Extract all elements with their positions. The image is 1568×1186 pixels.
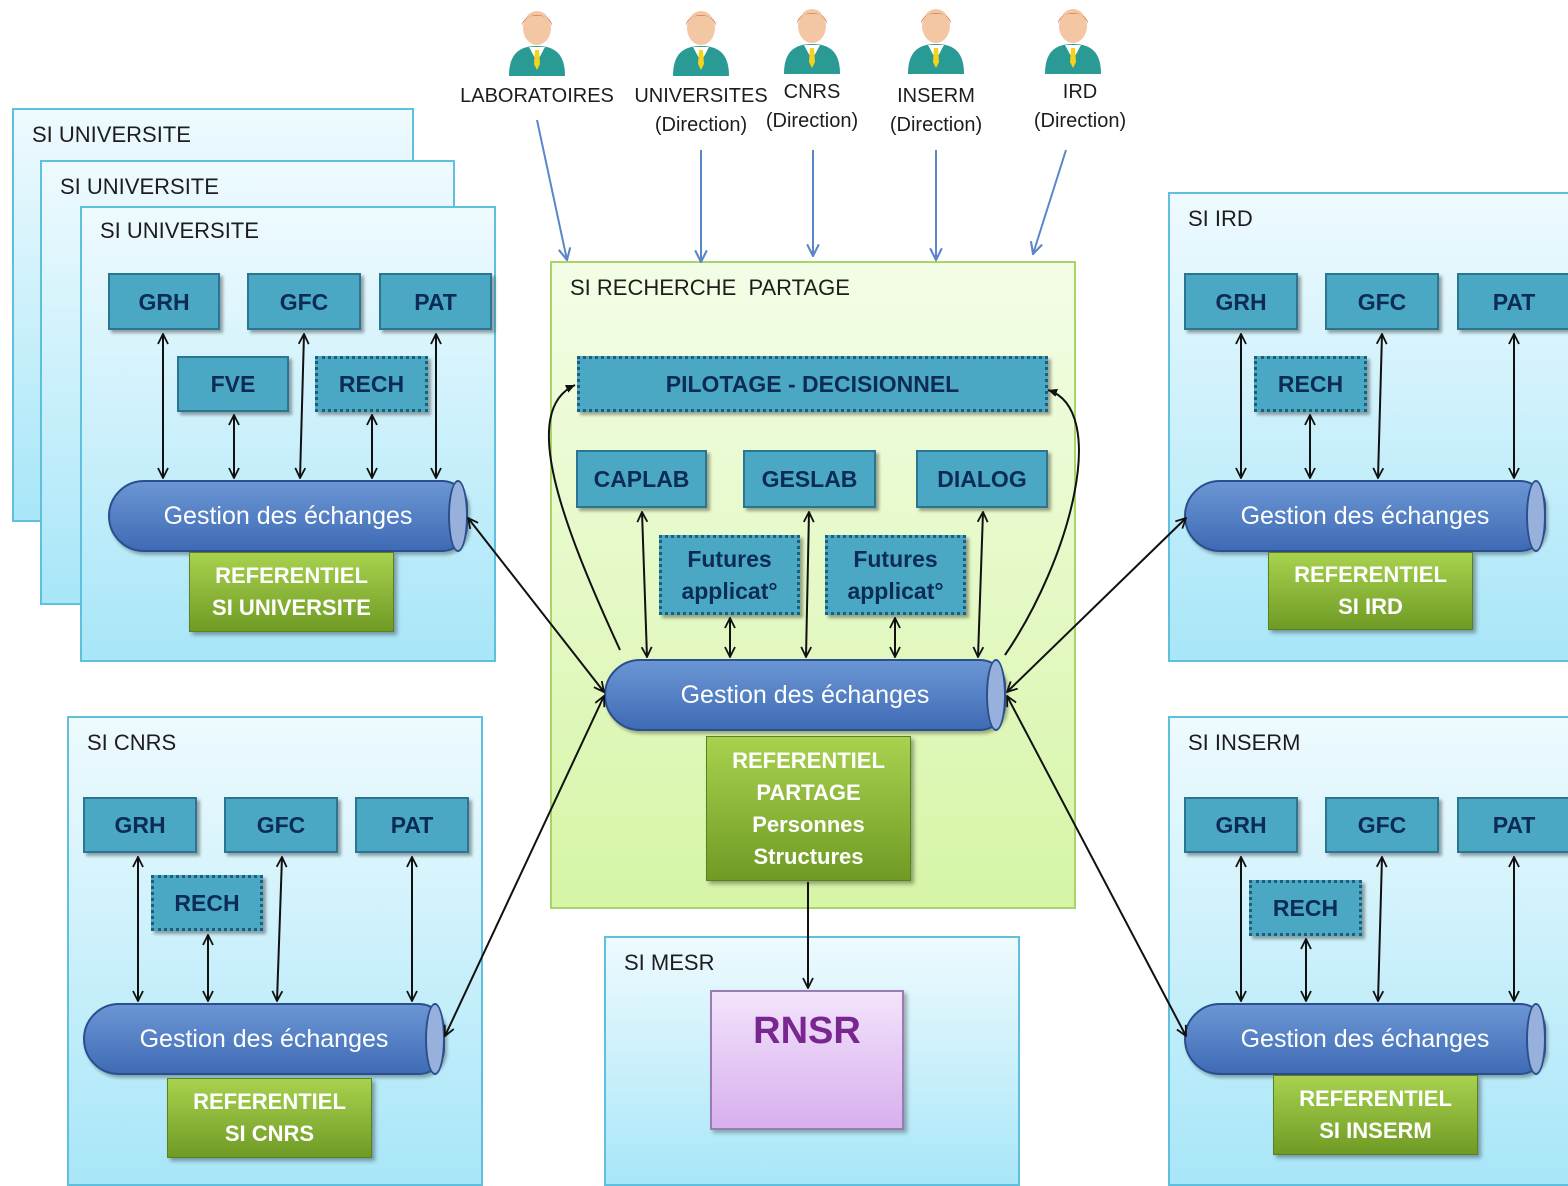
futures-applications-1[interactable]: Futures applicat° <box>659 535 800 615</box>
caplab-module[interactable]: CAPLAB <box>576 450 707 508</box>
si-ird-title: SI IRD <box>1188 206 1253 231</box>
geslab-module[interactable]: GESLAB <box>743 450 876 508</box>
si-universite-title: SI UNIVERSITE <box>100 218 259 243</box>
ird-pat-module[interactable]: PAT <box>1457 273 1568 330</box>
inserm-gfc-module[interactable]: GFC <box>1325 797 1439 853</box>
actor-universites-label: UNIVERSITES (Direction) <box>631 82 771 140</box>
arrow-ird <box>1033 149 1067 254</box>
futures-1-line1: Futures <box>687 546 772 572</box>
cnrs-ref-line2: SI CNRS <box>224 1121 315 1146</box>
futures-2-line1: Futures <box>853 546 938 572</box>
ird-exchange-bus-label: Gestion des échanges <box>1240 501 1490 530</box>
univ-ref-line1: REFERENTIEL <box>215 563 368 588</box>
univ-exchange-bus-label: Gestion des échanges <box>163 501 413 530</box>
univ-exchange-bus[interactable]: Gestion des échanges <box>108 480 468 552</box>
actor-arrows <box>536 119 1067 262</box>
univ-referentiel[interactable]: REFERENTIEL SI UNIVERSITE <box>189 552 394 632</box>
univ-fve-module[interactable]: FVE <box>177 356 289 412</box>
pilotage-decisionnel-module[interactable]: PILOTAGE - DECISIONNEL <box>577 356 1048 412</box>
cnrs-rech-module[interactable]: RECH <box>151 875 263 931</box>
actor-universites-icon <box>673 11 729 76</box>
inserm-rech-module[interactable]: RECH <box>1249 880 1362 936</box>
inserm-grh-module[interactable]: GRH <box>1184 797 1298 853</box>
univ-rech-module[interactable]: RECH <box>315 356 428 412</box>
inserm-exchange-bus-label: Gestion des échanges <box>1240 1024 1490 1053</box>
actor-ird-label: IRD (Direction) <box>1023 78 1137 136</box>
inserm-ref-line1: REFERENTIEL <box>1299 1086 1452 1111</box>
actor-universites-line1: UNIVERSITES <box>634 85 768 107</box>
actor-ird-line1: IRD <box>1062 81 1098 103</box>
cnrs-gfc-module[interactable]: GFC <box>224 797 338 853</box>
actor-cnrs-line2: (Direction) <box>765 110 859 132</box>
actor-ird-icon <box>1045 9 1101 74</box>
futures-1-line2: applicat° <box>681 578 778 604</box>
ird-gfc-module[interactable]: GFC <box>1325 273 1439 330</box>
ird-bus-cap <box>1526 480 1546 552</box>
actor-laboratoires-icon <box>509 11 565 76</box>
actor-inserm-label: INSERM (Direction) <box>879 82 993 140</box>
cnrs-bus-cap <box>425 1003 445 1075</box>
partage-ref-line2: PARTAGE <box>756 779 861 805</box>
actor-laboratoires-line1: LABORATOIRES <box>460 85 614 107</box>
futures-applications-2[interactable]: Futures applicat° <box>825 535 966 615</box>
univ-pat-module[interactable]: PAT <box>379 273 492 330</box>
inserm-pat-module[interactable]: PAT <box>1457 797 1568 853</box>
si-partage-title: SI RECHERCHE PARTAGE <box>570 275 850 300</box>
rnsr-label: RNSR <box>753 1010 861 1052</box>
partage-exchange-bus-label: Gestion des échanges <box>680 680 930 709</box>
si-cnrs-title: SI CNRS <box>87 730 177 755</box>
partage-exchange-bus[interactable]: Gestion des échanges <box>604 659 1006 731</box>
inserm-bus-cap <box>1526 1003 1546 1075</box>
univ-bus-cap <box>448 480 468 552</box>
si-universite-back-1-title: SI UNIVERSITE <box>60 174 219 199</box>
ird-rech-module[interactable]: RECH <box>1254 356 1367 412</box>
ird-grh-module[interactable]: GRH <box>1184 273 1298 330</box>
cnrs-referentiel[interactable]: REFERENTIEL SI CNRS <box>167 1078 372 1158</box>
actor-inserm-line1: INSERM <box>897 85 975 107</box>
ird-ref-line1: REFERENTIEL <box>1294 562 1447 587</box>
partage-referentiel[interactable]: REFERENTIEL PARTAGE Personnes Structures <box>706 736 911 881</box>
arrow-laboratoires <box>536 119 567 260</box>
cnrs-grh-module[interactable]: GRH <box>83 797 197 853</box>
actor-universites-line2: (Direction) <box>654 114 748 136</box>
actor-cnrs-icon <box>784 9 840 74</box>
univ-ref-line2: SI UNIVERSITE <box>212 595 371 620</box>
actor-inserm-icon <box>908 9 964 74</box>
inserm-exchange-bus[interactable]: Gestion des échanges <box>1184 1003 1546 1075</box>
actor-ird-line2: (Direction) <box>1033 110 1127 132</box>
partage-ref-line4: Structures <box>753 843 864 869</box>
actor-laboratoires-label: LABORATOIRES <box>457 82 617 111</box>
si-universite-back-2-title: SI UNIVERSITE <box>32 122 191 147</box>
cnrs-pat-module[interactable]: PAT <box>355 797 469 853</box>
partage-ref-line3: Personnes <box>752 811 865 837</box>
rnsr-box[interactable]: RNSR <box>710 990 904 1130</box>
univ-grh-module[interactable]: GRH <box>108 273 220 330</box>
actor-inserm-line2: (Direction) <box>889 114 983 136</box>
inserm-ref-line2: SI INSERM <box>1319 1118 1432 1143</box>
inserm-referentiel[interactable]: REFERENTIEL SI INSERM <box>1273 1075 1478 1155</box>
ird-ref-line2: SI IRD <box>1338 594 1403 619</box>
partage-bus-cap <box>986 659 1006 731</box>
ird-exchange-bus[interactable]: Gestion des échanges <box>1184 480 1546 552</box>
si-mesr-title: SI MESR <box>624 950 715 975</box>
futures-2-line2: applicat° <box>847 578 944 604</box>
univ-gfc-module[interactable]: GFC <box>247 273 361 330</box>
actor-cnrs-label: CNRS (Direction) <box>757 78 867 136</box>
dialog-module[interactable]: DIALOG <box>916 450 1048 508</box>
actor-cnrs-line1: CNRS <box>783 81 841 103</box>
partage-ref-line1: REFERENTIEL <box>732 747 885 773</box>
cnrs-exchange-bus[interactable]: Gestion des échanges <box>83 1003 445 1075</box>
cnrs-ref-line1: REFERENTIEL <box>193 1089 346 1114</box>
cnrs-exchange-bus-label: Gestion des échanges <box>139 1024 389 1053</box>
si-inserm-title: SI INSERM <box>1188 730 1301 755</box>
ird-referentiel[interactable]: REFERENTIEL SI IRD <box>1268 552 1473 630</box>
